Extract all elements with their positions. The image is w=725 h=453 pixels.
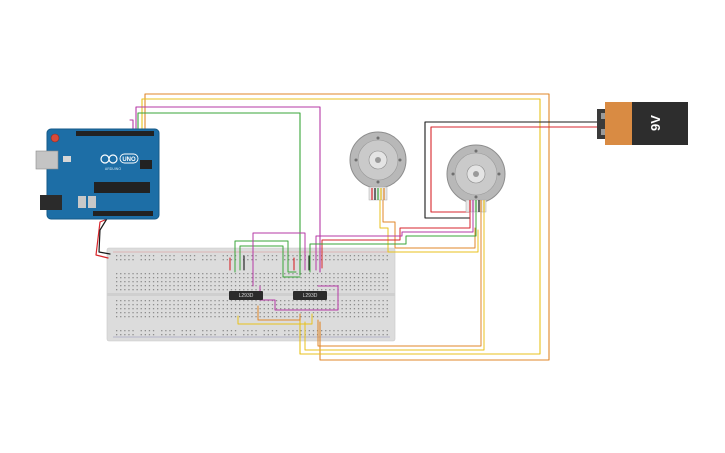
wire-motor2-green [309,209,477,273]
chip-2-label: L293D [303,293,318,299]
wire-black-battery [424,121,601,219]
wire-purple-bb-1 [252,232,306,287]
wire-motor2-yellow-down [304,209,485,351]
wire-green-bb-1 [234,240,297,273]
chip-1-label: L293D [239,293,254,299]
microcontroller-chip [94,182,150,193]
wire-red-battery [430,126,601,213]
power-jack [40,195,62,210]
arduino-uno-board[interactable]: UNO ARDUINO [35,128,160,220]
wire-green-bb-2 [239,245,301,278]
motor-driver-chip-1[interactable]: L293D [229,291,263,300]
wire-purple-top [135,106,321,273]
digital-header [76,131,154,136]
analog-header [93,211,153,216]
wires [95,93,601,361]
wire-motor1-orange [382,199,476,249]
dc-motor-1[interactable] [349,131,407,201]
board-logo-text: UNO [122,157,136,163]
wire-black-ground [98,216,111,255]
dc-motor-2[interactable] [446,144,506,213]
board-brand-text: ARDUINO [105,167,121,171]
arduino-logo-icon [100,153,139,164]
wire-motor2-purple [315,209,474,271]
battery-label: 9V [648,115,663,131]
usb-port [35,150,59,170]
reset-button[interactable] [50,133,60,143]
wire-yellow-long [141,98,541,355]
wire-yellow-bb [237,313,313,325]
wire-green-top [137,112,301,276]
wire-motor2-orange-down [317,209,482,347]
motor-driver-chip-2[interactable]: L293D [293,291,327,300]
wire-motor2-red [321,209,471,269]
wire-orange-bb [257,305,301,321]
battery-9v[interactable]: 9V [597,102,688,145]
